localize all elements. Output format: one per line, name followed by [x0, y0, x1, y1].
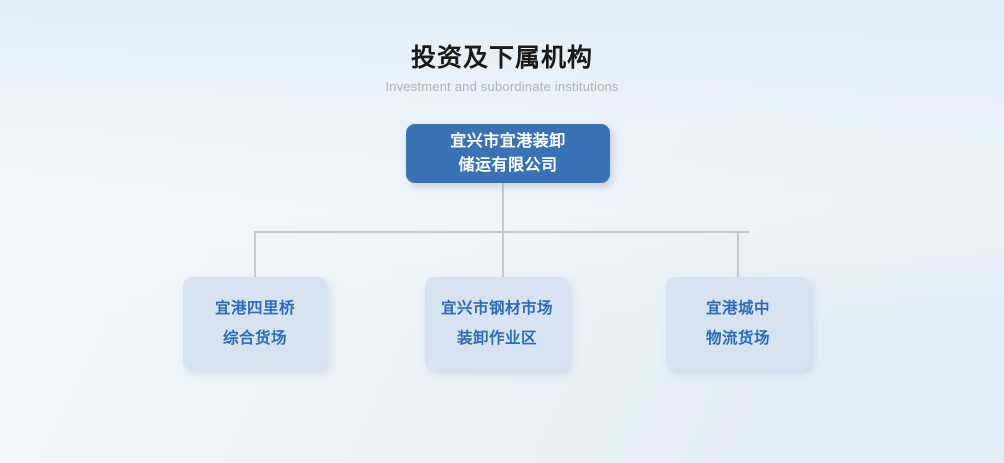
org-node-child-3-line-1: 宜港城中 [705, 299, 770, 317]
org-node-child-3-line-2: 物流货场 [705, 329, 770, 347]
org-node-child-2-line-2: 装卸作业区 [456, 329, 537, 347]
org-node-root-line-2: 储运有限公司 [458, 156, 558, 174]
org-node-child-2[interactable]: 宜兴市钢材市场 装卸作业区 [425, 277, 569, 370]
org-node-child-1[interactable]: 宜港四里桥 综合货场 [183, 277, 327, 370]
org-node-child-1-line-1: 宜港四里桥 [214, 299, 295, 317]
page-title: 投资及下属机构 [410, 44, 593, 72]
page-subtitle: Investment and subordinate institutions [385, 79, 619, 94]
org-node-root-line-1: 宜兴市宜港装卸 [450, 132, 566, 150]
org-node-child-1-line-2: 综合货场 [222, 329, 287, 347]
org-node-child-2-line-1: 宜兴市钢材市场 [440, 299, 553, 317]
connector-root-stem [502, 183, 504, 277]
connector-horizontal-bus [254, 231, 749, 233]
connector-drop-child-1 [254, 231, 256, 278]
page-header: 投资及下属机构 Investment and subordinate insti… [0, 42, 1004, 96]
connector-drop-child-3 [737, 231, 739, 278]
org-node-child-3[interactable]: 宜港城中 物流货场 [666, 277, 810, 370]
org-node-root[interactable]: 宜兴市宜港装卸 储运有限公司 [406, 124, 610, 183]
